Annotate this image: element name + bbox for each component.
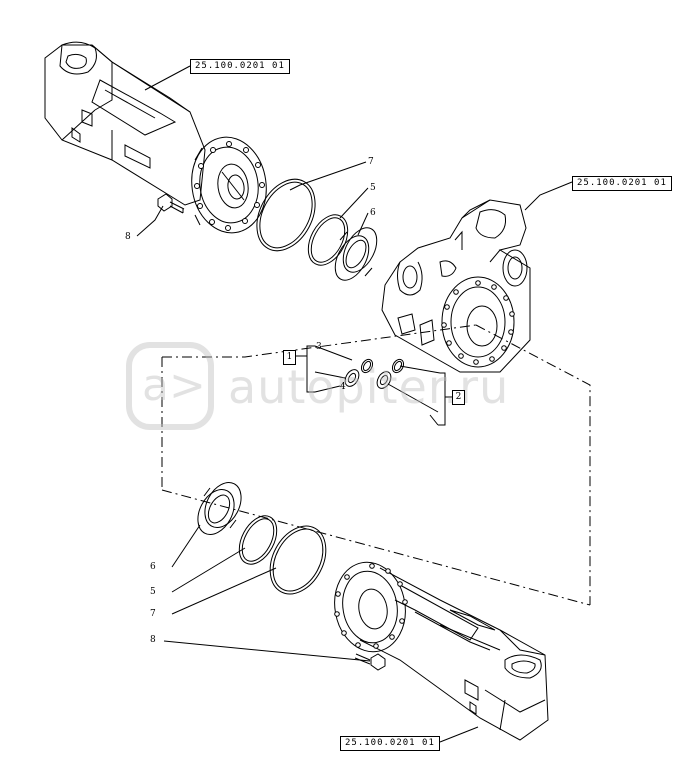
reference-label-bottom: 25.100.0201 01 xyxy=(340,736,440,751)
center-housing-holes xyxy=(441,280,515,365)
center-housing xyxy=(381,199,531,373)
callout-bottom-7: 7 xyxy=(150,609,156,619)
top-ring-5 xyxy=(307,214,349,266)
middle-brackets xyxy=(296,345,452,426)
callout-box-2: 2 xyxy=(452,390,465,405)
bottom-flange-holes xyxy=(334,563,408,649)
callout-middle-3: 3 xyxy=(316,342,322,352)
top-bolt xyxy=(157,193,185,214)
watermark-logo: a> xyxy=(126,342,214,430)
top-axle-housing xyxy=(44,41,267,234)
callout-top-6: 6 xyxy=(370,208,376,218)
bottom-ring-5 xyxy=(238,515,278,565)
watermark-logo-text: a> xyxy=(142,360,206,411)
bottom-bearing-6 xyxy=(197,482,242,535)
bottom-axle-housing xyxy=(334,561,549,741)
callout-top-5: 5 xyxy=(370,183,376,193)
reference-label-right: 25.100.0201 01 xyxy=(572,176,672,191)
watermark-text: autopiter.ru xyxy=(228,360,510,414)
top-flange-holes xyxy=(194,141,265,231)
top-bearing-6 xyxy=(334,227,378,281)
dashed-assembly-lines xyxy=(161,324,591,606)
callout-bottom-6: 6 xyxy=(150,562,156,572)
bottom-o-ring-7 xyxy=(269,525,327,595)
callout-bottom-8: 8 xyxy=(150,635,156,645)
top-o-ring-7 xyxy=(256,178,316,252)
callout-box-1: 1 xyxy=(283,350,296,365)
callout-bottom-5: 5 xyxy=(150,587,156,597)
callout-top-8: 8 xyxy=(125,232,131,242)
middle-small-parts xyxy=(344,358,405,389)
leader-lines xyxy=(136,65,573,743)
bottom-bolt xyxy=(354,653,386,671)
callout-middle-4: 4 xyxy=(340,382,346,392)
reference-label-top: 25.100.0201 01 xyxy=(190,59,290,74)
callout-top-7: 7 xyxy=(368,157,374,167)
